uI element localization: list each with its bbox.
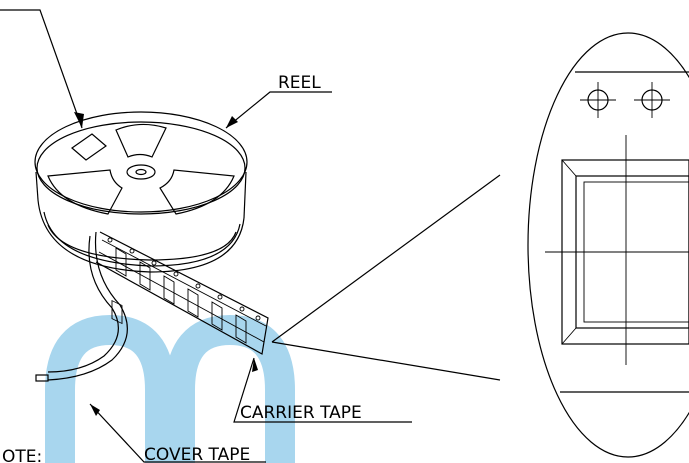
label-leader <box>0 9 84 129</box>
reel-callout: REEL <box>225 73 332 129</box>
cover-tape <box>35 231 128 382</box>
reel-body <box>34 111 248 273</box>
note-label: OTE: <box>2 447 42 463</box>
reel-label: REEL <box>278 73 321 93</box>
carrier-tape <box>95 231 269 355</box>
cover-tape-label: COVER TAPE <box>144 445 250 463</box>
watermark-logo <box>45 314 295 463</box>
magnified-tape-detail <box>527 32 689 458</box>
cover-tape-callout: COVER TAPE <box>89 403 266 463</box>
carrier-tape-callout: CARRIER TAPE <box>233 357 412 423</box>
carrier-tape-label: CARRIER TAPE <box>240 403 362 423</box>
zoom-projection-lines <box>271 174 501 381</box>
